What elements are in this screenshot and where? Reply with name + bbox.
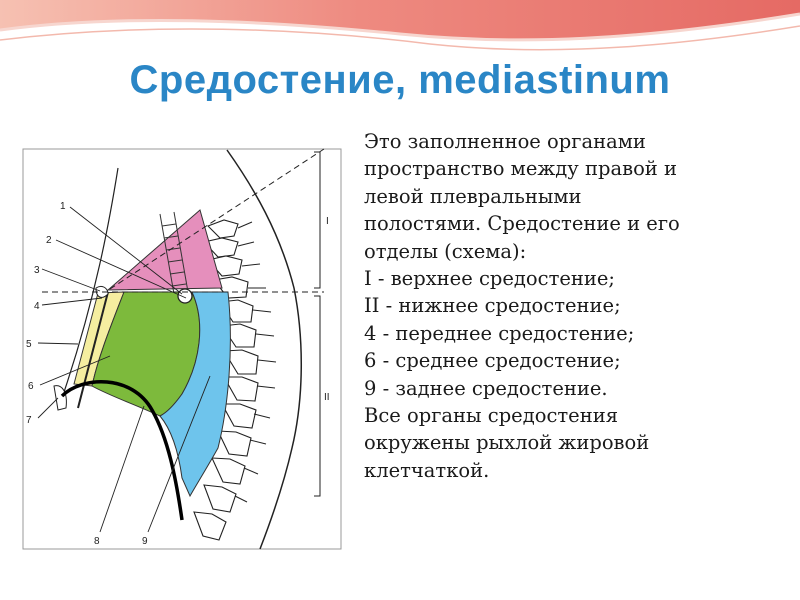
callout-2: 2 [46, 235, 52, 246]
description-line: клетчаткой. [364, 458, 490, 482]
sternum [77, 291, 109, 409]
header-decoration [0, 0, 800, 51]
description-line: 9 - заднее средостение. [364, 376, 608, 400]
callout-4: 4 [34, 301, 40, 312]
description-line: II - нижнее средостение; [364, 294, 621, 318]
description-line: пространство между правой и [364, 157, 677, 181]
anterior-chest-wall [61, 167, 119, 399]
slide-title: Средостение, mediastinum [129, 58, 671, 102]
callout-7: 7 [26, 415, 32, 426]
description-line: отделы (схема): [364, 239, 527, 263]
description-line: полостями. Средостение и его [364, 212, 680, 236]
callout-1: 1 [60, 201, 66, 212]
callout-9: 9 [142, 536, 148, 547]
diaphragm [60, 380, 184, 521]
trachea [159, 211, 189, 295]
description-line: левой плевральными [364, 184, 582, 208]
mediastinum-diagram: 1 2 3 4 5 6 7 8 9 I II [22, 148, 342, 550]
description-line: Это заполненное органами [364, 130, 646, 153]
region-label-upper: I [326, 216, 329, 227]
description-line: 6 - среднее средостение; [364, 349, 621, 373]
callout-3: 3 [34, 265, 40, 276]
description-text: Это заполненное органами пространство ме… [364, 128, 784, 484]
description-line: I - верхнее средостение; [364, 267, 616, 291]
back-contour [226, 149, 303, 550]
description-line: Все органы средостения [364, 404, 619, 428]
callout-5: 5 [26, 339, 32, 350]
callout-8: 8 [94, 536, 100, 547]
bracket-lower [314, 295, 321, 497]
spinous-processes [234, 221, 277, 503]
bracket-upper [314, 151, 321, 289]
region-label-lower: II [324, 392, 330, 403]
description-line: окружены рыхлой жировой [364, 431, 650, 455]
callout-6: 6 [28, 381, 34, 392]
leader-lines [37, 206, 211, 533]
vertebral-column [193, 219, 259, 541]
description-line: 4 - переднее средостение; [364, 321, 635, 345]
aortic-arch [177, 288, 193, 304]
posterior-mediastinum [159, 291, 231, 498]
